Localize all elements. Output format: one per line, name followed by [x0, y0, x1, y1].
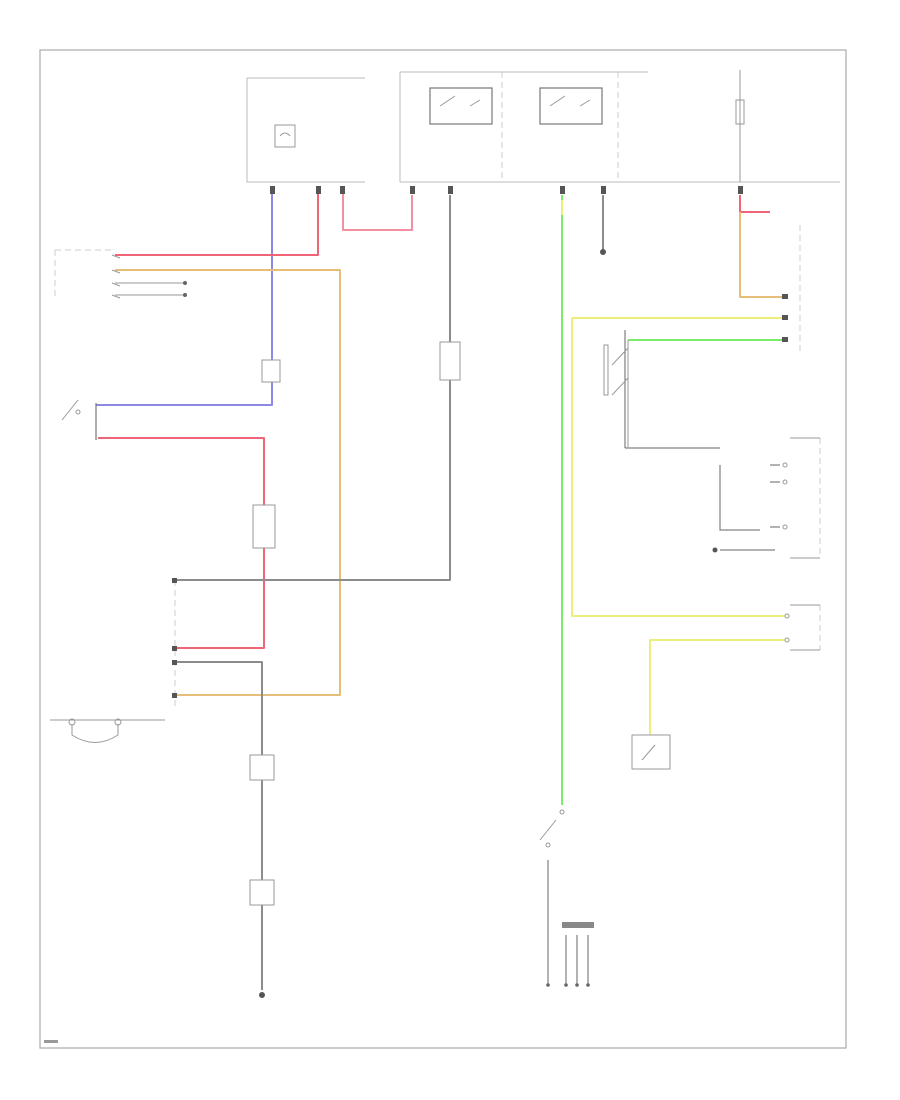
junction-blue: [261, 359, 281, 383]
wire-red-right: [739, 195, 770, 213]
connector-left-top: [54, 249, 187, 300]
ground-symbol: [259, 992, 265, 998]
wire-pink-relay: [342, 190, 413, 231]
switch-bottom-right: [631, 734, 671, 770]
wire-red-mid: [98, 437, 265, 649]
connector-ground-1: [249, 754, 275, 781]
wire-blue: [96, 192, 273, 406]
wire-yellow: [561, 200, 785, 617]
wire-gray-right-block: [624, 330, 780, 551]
control-unit-left: [50, 578, 177, 743]
connector-ground-2: [249, 879, 275, 906]
switch-bottom-center: [539, 809, 565, 848]
wire-orange-right: [739, 212, 785, 298]
relay-box-center: [399, 71, 840, 183]
fuse-box-left: [246, 77, 365, 183]
connector-right-mid: [712, 437, 821, 559]
connector-pins-top: [270, 186, 743, 194]
ground-right-relay: [600, 249, 606, 255]
connector-bottom-center: [562, 922, 594, 928]
wire-gray-relay: [175, 195, 451, 581]
component-center: [439, 341, 461, 381]
wire-red-top: [115, 190, 319, 256]
switch-left: [61, 399, 97, 440]
wire-yellow-switch: [649, 639, 785, 735]
connector-right-top: [782, 225, 801, 355]
connector-right-bottom: [784, 604, 821, 651]
wire-gray-bottom: [547, 860, 589, 985]
diagram-frame: [39, 49, 847, 1049]
footer-mark: [44, 1040, 58, 1043]
junction-red: [252, 504, 276, 549]
fuse-box-right: [735, 70, 745, 182]
wire-gray-ground: [175, 661, 263, 990]
switch-right: [603, 340, 629, 448]
wire-orange: [115, 269, 341, 696]
bottom-pin-markers: [546, 983, 590, 987]
